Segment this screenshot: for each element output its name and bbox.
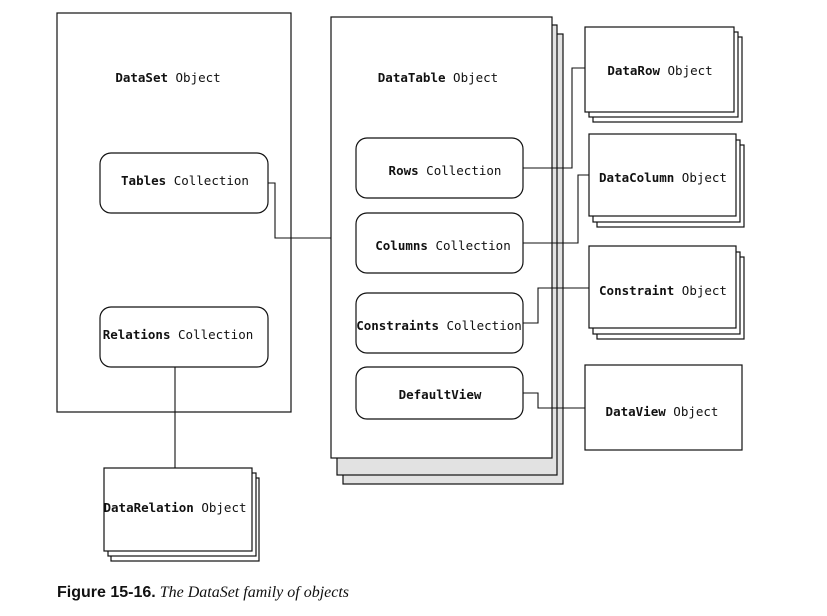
datarelation-object-stack: DataRelation Object (103, 467, 260, 562)
figure-caption: Figure 15-16. The DataSet family of obje… (57, 584, 349, 602)
constraints-collection-label: Constraints Collection (356, 318, 522, 333)
columns-to-datacolumn-connector (523, 174, 589, 244)
dataset-diagram: DataSet Object Tables Collection Relatio… (56, 12, 745, 562)
defaultview-label: DefaultView (399, 387, 482, 402)
datarow-object-label: DataRow Object (607, 63, 712, 78)
columns-collection: Columns Collection (355, 212, 524, 274)
datarelation-object-label: DataRelation Object (104, 500, 247, 515)
tables-to-datatable-connector (268, 182, 331, 239)
constraint-object-label: Constraint Object (599, 283, 727, 298)
datarow-object-stack: DataRow Object (584, 26, 743, 123)
constraints-collection: Constraints Collection (355, 292, 524, 354)
constraints-to-constraint-connector (523, 287, 589, 324)
tables-collection: Tables Collection (99, 152, 269, 214)
columns-collection-label: Columns Collection (375, 238, 510, 253)
rows-collection-label: Rows Collection (389, 163, 502, 178)
figure-number: Figure 15-16. (57, 584, 156, 601)
defaultview-box: DefaultView (355, 366, 524, 420)
tables-collection-label: Tables Collection (121, 173, 249, 188)
relations-collection: Relations Collection (99, 306, 269, 368)
relations-collection-label: Relations Collection (103, 327, 254, 342)
datatable-object-label: DataTable Object (378, 70, 498, 85)
datacolumn-object-stack: DataColumn Object (588, 133, 745, 228)
dataview-object-box: DataView Object (584, 364, 743, 451)
datacolumn-object-label: DataColumn Object (599, 170, 727, 185)
dataview-object-label: DataView Object (606, 404, 719, 419)
constraint-object-stack: Constraint Object (588, 245, 745, 340)
figure-caption-text: The DataSet family of objects (159, 584, 350, 601)
defaultview-to-dataview-connector (523, 392, 585, 409)
rows-collection: Rows Collection (355, 137, 524, 199)
dataset-object-label: DataSet Object (115, 70, 220, 85)
rows-to-datarow-connector (523, 67, 585, 169)
